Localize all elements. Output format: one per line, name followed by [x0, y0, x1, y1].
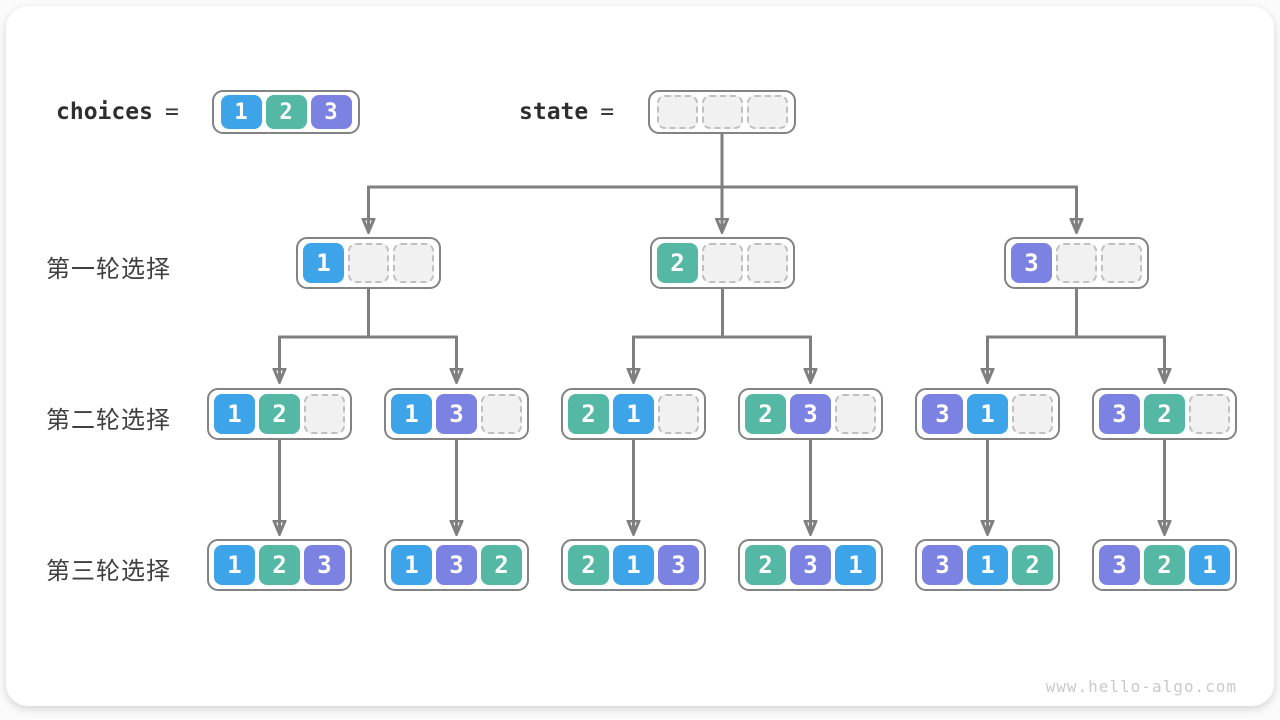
round-1-state-node-3: 3 — [1004, 237, 1149, 289]
empty-slot — [747, 243, 788, 283]
value-box-2: 2 — [568, 545, 609, 585]
empty-slot — [702, 243, 743, 283]
value-box-1: 1 — [391, 545, 432, 585]
empty-slot — [658, 394, 699, 434]
empty-slot — [393, 243, 434, 283]
value-box-2: 2 — [568, 394, 609, 434]
empty-slot — [348, 243, 389, 283]
value-box-1: 1 — [303, 243, 344, 283]
value-box-2: 2 — [1144, 394, 1185, 434]
value-box-3: 3 — [790, 394, 831, 434]
empty-slot — [304, 394, 345, 434]
state-word: state — [519, 99, 589, 125]
round-1-label: 第一轮选择 — [46, 256, 171, 283]
value-box-2: 2 — [1012, 545, 1053, 585]
value-box-1: 1 — [214, 545, 255, 585]
empty-slot — [1101, 243, 1142, 283]
empty-slot — [701, 95, 743, 129]
value-box-3: 3 — [436, 545, 477, 585]
value-box-1: 1 — [214, 394, 255, 434]
choices-word: choices — [56, 99, 153, 125]
value-box-3: 3 — [304, 545, 345, 585]
empty-slot — [481, 394, 522, 434]
value-box-3: 3 — [922, 545, 963, 585]
value-box-1: 1 — [967, 545, 1008, 585]
watermark: www.hello-algo.com — [1045, 677, 1237, 696]
value-box-1: 1 — [1189, 545, 1230, 585]
value-box-1: 1 — [613, 394, 654, 434]
value-box-3: 3 — [1011, 243, 1052, 283]
round-1-state-node-2: 2 — [650, 237, 795, 289]
empty-slot — [1056, 243, 1097, 283]
value-box-3: 3 — [436, 394, 477, 434]
value-box-2: 2 — [745, 545, 786, 585]
value-box-2: 2 — [745, 394, 786, 434]
value-box-1: 1 — [835, 545, 876, 585]
round-1-state-node-1: 1 — [296, 237, 441, 289]
value-box-2: 2 — [259, 394, 300, 434]
value-box-3: 3 — [790, 545, 831, 585]
empty-slot — [1189, 394, 1230, 434]
round-3-label: 第三轮选择 — [46, 558, 171, 585]
state-equals: = — [600, 99, 615, 125]
value-box-2: 2 — [259, 545, 300, 585]
empty-slot — [835, 394, 876, 434]
round-2-label: 第二轮选择 — [46, 407, 171, 434]
value-box-1: 1 — [220, 95, 262, 129]
choices-label: choices = — [56, 90, 179, 134]
diagram-card — [6, 6, 1274, 706]
value-box-3: 3 — [1099, 394, 1140, 434]
empty-slot — [656, 95, 698, 129]
empty-slot — [1012, 394, 1053, 434]
value-box-2: 2 — [657, 243, 698, 283]
choices-equals: = — [164, 99, 179, 125]
value-box-3: 3 — [310, 95, 352, 129]
value-box-3: 3 — [1099, 545, 1140, 585]
value-box-1: 1 — [391, 394, 432, 434]
value-box-1: 1 — [613, 545, 654, 585]
value-box-3: 3 — [658, 545, 699, 585]
state-array — [648, 90, 796, 134]
value-box-2: 2 — [1144, 545, 1185, 585]
state-label: state = — [519, 90, 614, 134]
value-box-2: 2 — [481, 545, 522, 585]
value-box-3: 3 — [922, 394, 963, 434]
empty-slot — [746, 95, 788, 129]
value-box-2: 2 — [265, 95, 307, 129]
value-box-1: 1 — [967, 394, 1008, 434]
